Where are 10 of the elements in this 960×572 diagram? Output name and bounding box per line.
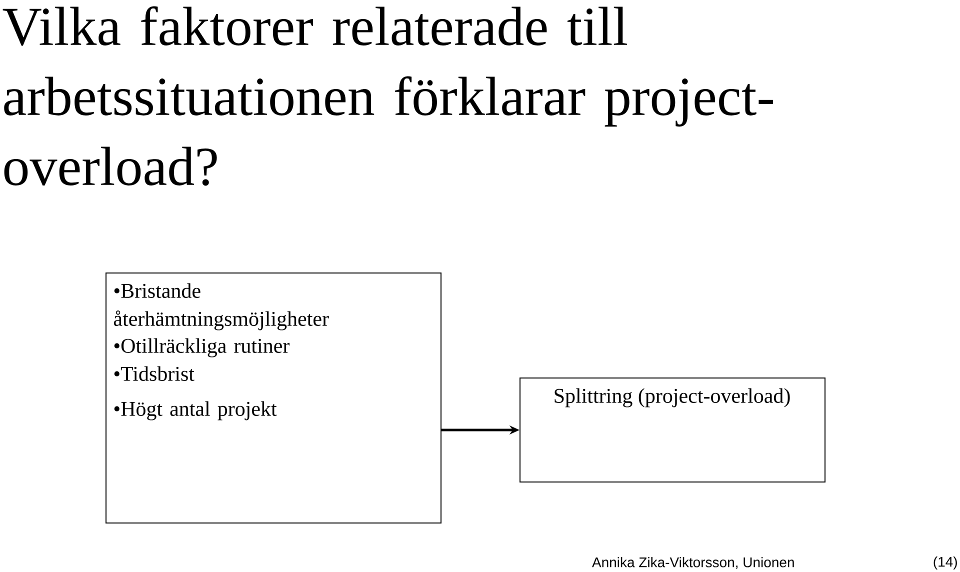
footer-text: Annika Zika-Viktorsson, Unionen	[592, 557, 794, 569]
title: Vilka faktorer relaterade till arbetssituationen förklarar project-overload?	[2, 6, 773, 186]
footer-text: (14)	[934, 556, 957, 570]
bullet-item: •Tidsbrist	[114, 366, 194, 381]
text-box	[106, 272, 442, 524]
box-label: Splittring (project-overload)	[554, 388, 790, 408]
bullet-item: •Bristande återhämtningsmöjligheter	[114, 283, 329, 330]
bullet-item: •Otillräckliga rutiner	[114, 338, 290, 358]
text-box	[520, 378, 826, 482]
bullet-item: •Högt antal projekt	[114, 401, 277, 420]
